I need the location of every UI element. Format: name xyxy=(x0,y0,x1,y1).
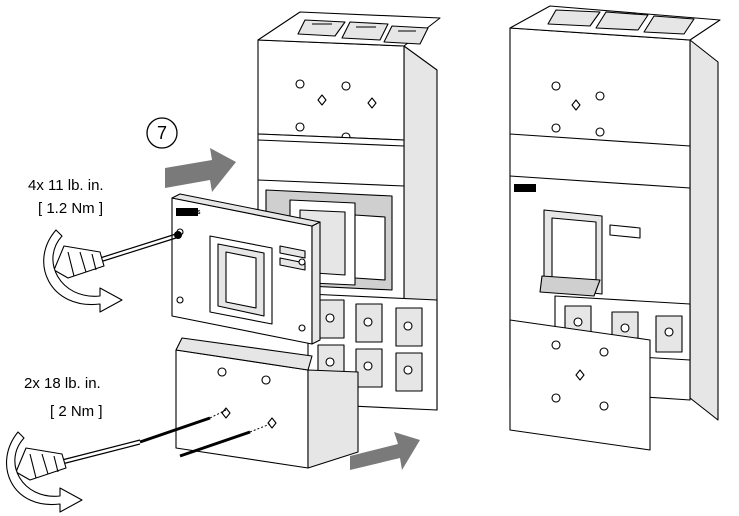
brand-plate-right xyxy=(514,184,536,192)
screwdriver-icon-bottom xyxy=(15,439,141,481)
step-number: 7 xyxy=(157,123,167,143)
torque-top-line2: [ 1.2 Nm ] xyxy=(38,200,103,217)
torque-top-line1: 4x 11 lb. in. xyxy=(28,177,104,194)
brand-plate xyxy=(176,208,198,216)
direction-arrow-icon-bottom xyxy=(350,432,420,470)
torque-bottom-line2: [ 2 Nm ] xyxy=(50,403,103,420)
breaker-right xyxy=(509,5,721,451)
brand-label: SIEMENS xyxy=(178,210,201,216)
rotation-arrow-icon xyxy=(43,229,123,313)
front-cover-top: SIEMENS xyxy=(171,193,321,345)
breaker-left xyxy=(257,11,441,411)
screwdriver-icon xyxy=(53,231,182,279)
step-badge: 7 xyxy=(146,117,178,149)
screw-pair xyxy=(139,409,271,458)
torque-bottom-line1: 2x 18 lb. in. xyxy=(24,375,101,392)
rotation-arrow-icon-bottom xyxy=(6,431,83,513)
terminal-cover-bottom xyxy=(175,337,359,469)
direction-arrow-icon xyxy=(165,148,236,192)
